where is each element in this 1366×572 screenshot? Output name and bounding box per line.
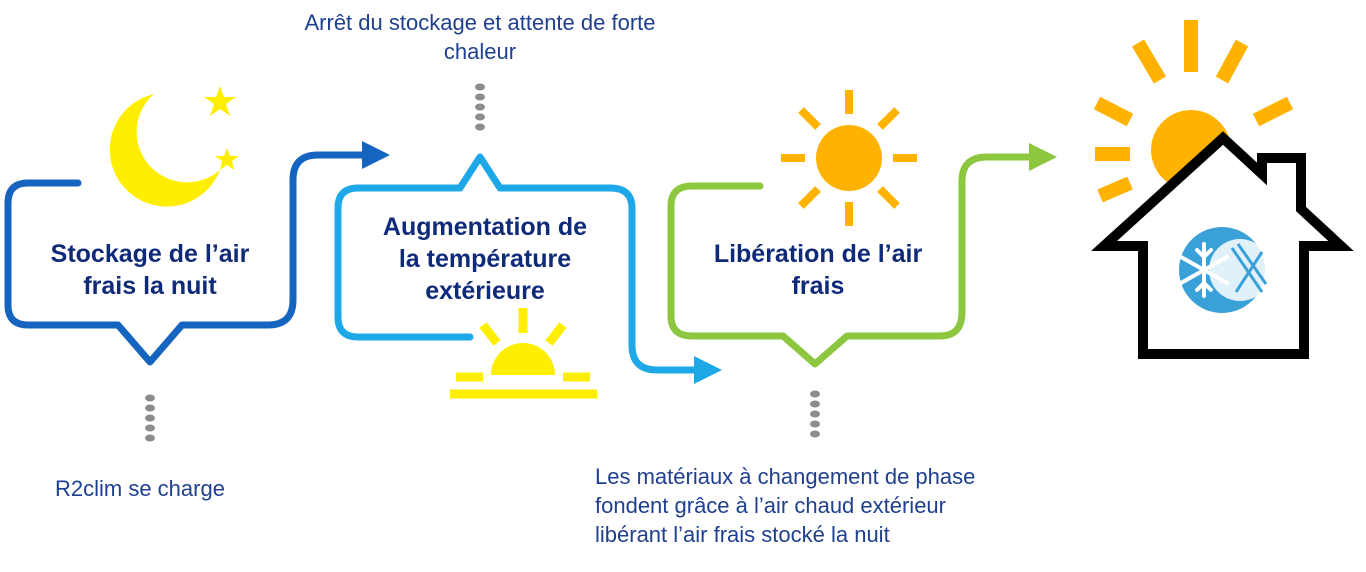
step-3-title-line-1: Libération de l’air — [713, 240, 923, 268]
step-3-title-line-2: frais — [791, 272, 845, 300]
step-3-title: Libération de l’air frais — [678, 238, 958, 302]
caption-bottom-line-1: Les matériaux à changement de phase — [595, 464, 976, 489]
dots-bottom — [810, 390, 820, 438]
caption-top-line-1: Arrêt du stockage et attente de forte — [304, 10, 656, 35]
house-cooling-icon — [1091, 20, 1354, 359]
caption-bottom: Les matériaux à changement de phase fond… — [595, 462, 1075, 549]
step-1-title-line-1: Stockage de l’air — [50, 240, 250, 268]
caption-top: Arrêt du stockage et attente de forte ch… — [250, 8, 710, 66]
dots-top — [475, 83, 485, 131]
sun-icon — [781, 90, 917, 226]
caption-top-line-2: chaleur — [443, 39, 517, 64]
step-2-title: Augmentation de la température extérieur… — [342, 211, 628, 307]
step-1-title: Stockage de l’air frais la nuit — [15, 238, 285, 302]
step-2-bubble-left — [334, 184, 474, 341]
step-2-bubble — [456, 153, 722, 384]
dots-left — [145, 394, 155, 442]
step-2-title-line-1: Augmentation de — [382, 213, 588, 241]
step-1-bubble — [4, 141, 390, 366]
step-2-title-line-2: la température — [398, 245, 572, 273]
step-1-title-line-2: frais la nuit — [83, 272, 217, 300]
caption-bottom-line-2: fondent grâce à l’air chaud extérieur — [595, 493, 946, 518]
caption-bottom-line-3: libérant l’air frais stocké la nuit — [595, 522, 890, 547]
step-2-title-line-3: extérieure — [425, 277, 545, 305]
step-3-bubble — [667, 143, 1057, 368]
moon-stars-icon — [109, 86, 239, 207]
caption-left: R2clim se charge — [55, 476, 225, 501]
rising-sun-icon — [450, 308, 597, 399]
